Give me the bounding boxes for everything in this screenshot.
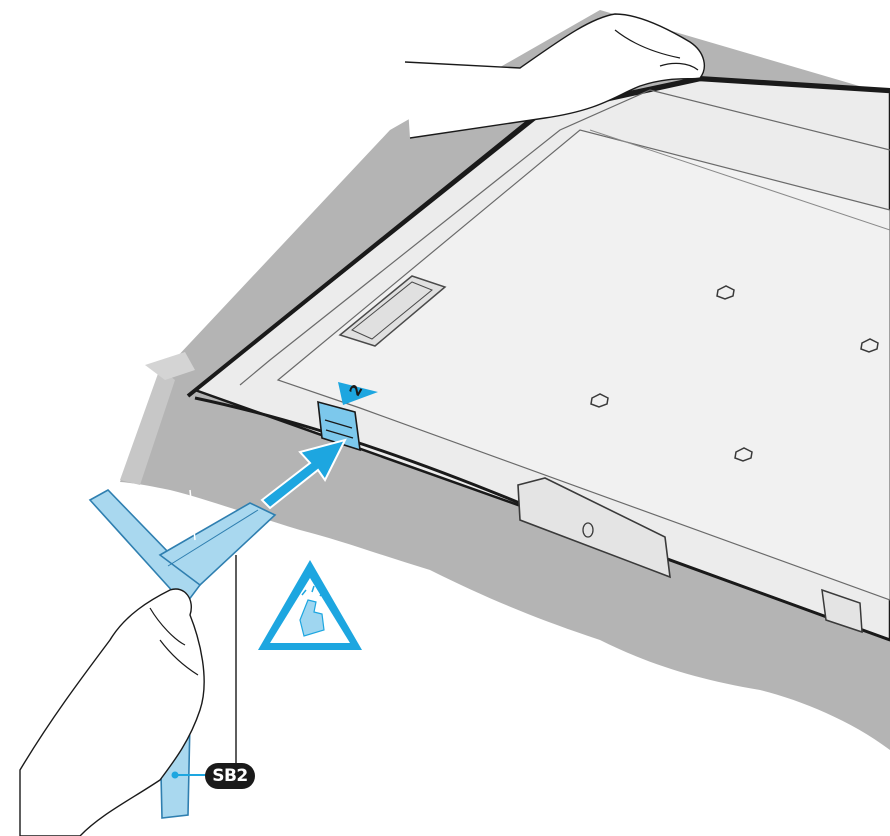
connector-box	[517, 477, 671, 579]
handle-slot	[338, 275, 447, 347]
table-edge	[120, 368, 175, 485]
table-shadow-fold	[145, 352, 195, 380]
tv-cover-ridge	[239, 89, 890, 386]
pinch-caution-icon	[258, 560, 362, 650]
part-label-sb2: SB2	[205, 763, 255, 789]
step-marker-triangle	[338, 382, 378, 405]
tv-cover-ridge-2	[589, 129, 890, 231]
hand-holding-tv-icon	[404, 13, 706, 139]
stand-slot-target	[317, 400, 361, 452]
right-stand-slot	[821, 588, 863, 634]
screw-holes	[590, 285, 879, 462]
hand-holding-stand-icon	[19, 588, 205, 836]
insert-arrow-icon	[260, 438, 347, 510]
